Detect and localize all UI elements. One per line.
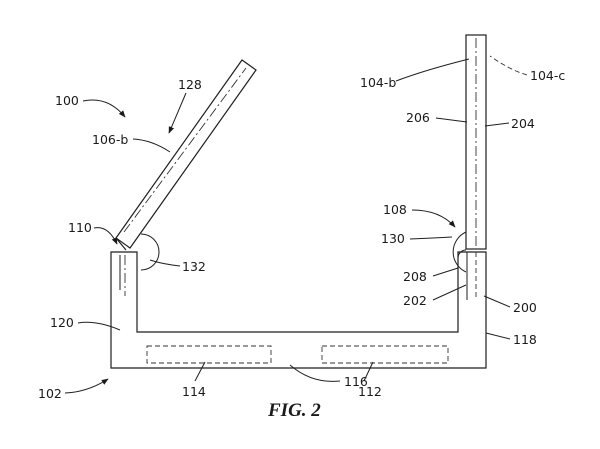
angle-130-arc: [452, 231, 467, 273]
label-110: 110: [68, 220, 92, 235]
component-114: [146, 345, 272, 364]
base-housing: [110, 251, 487, 369]
label-104-c: 104-c: [530, 68, 565, 83]
left-post-inner-lines: [119, 255, 126, 296]
hinge-208: [457, 249, 467, 259]
hinge-110-bracket: [115, 237, 127, 251]
label-104-b: 104-b: [360, 75, 396, 90]
label-206: 206: [406, 110, 430, 125]
leader-lines: [64, 55, 528, 394]
component-112: [321, 345, 449, 364]
right-panel: [465, 34, 487, 250]
label-112: 112: [358, 384, 382, 399]
label-130: 130: [381, 231, 405, 246]
label-116: 116: [344, 374, 368, 389]
label-202: 202: [403, 293, 427, 308]
right-post-inner-lines: [466, 252, 477, 300]
label-204: 204: [511, 116, 535, 131]
label-200: 200: [513, 300, 537, 315]
angle-132-arc: [140, 233, 160, 271]
label-208: 208: [403, 269, 427, 284]
reference-labels: 100 128 106-b 110 132 120 102 114 116 11…: [38, 68, 565, 401]
label-118: 118: [513, 332, 537, 347]
label-100: 100: [55, 93, 79, 108]
label-108: 108: [383, 202, 407, 217]
label-120: 120: [50, 315, 74, 330]
label-132: 132: [182, 259, 206, 274]
label-128: 128: [178, 77, 202, 92]
label-102: 102: [38, 386, 62, 401]
label-106-b: 106-b: [92, 132, 128, 147]
figure-caption: FIG. 2: [267, 400, 321, 421]
left-panel: [115, 59, 257, 249]
label-114: 114: [182, 384, 206, 399]
